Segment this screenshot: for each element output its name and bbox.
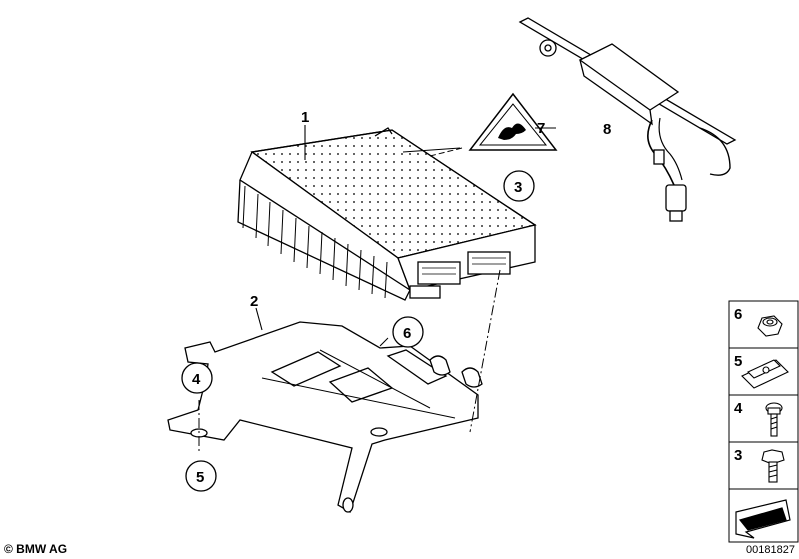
callout-1: 1 <box>301 109 309 126</box>
panel-label-4: 4 <box>734 400 743 417</box>
leader-lines <box>198 269 501 452</box>
hex-nut-icon <box>757 315 783 337</box>
document-number: 00181827 <box>746 544 795 556</box>
panel-label-6: 6 <box>734 306 742 323</box>
copyright-text: © BMW AG <box>4 542 68 556</box>
callout-7: 7 <box>537 120 545 137</box>
warning-label-icon <box>468 92 558 151</box>
control-unit-module <box>237 127 537 301</box>
callout-2: 2 <box>250 293 258 310</box>
hex-bolt-icon <box>761 449 785 483</box>
callout-3: 3 <box>514 179 522 196</box>
mounting-bracket <box>167 321 483 513</box>
panel-label-3: 3 <box>734 447 742 464</box>
panel-label-5: 5 <box>734 353 742 370</box>
callout-6: 6 <box>403 325 411 342</box>
arrow-icon <box>735 499 791 539</box>
spring-nut-clip-icon <box>741 359 789 389</box>
callout-8: 8 <box>603 121 611 138</box>
screw-icon <box>765 402 783 437</box>
callout-4: 4 <box>192 371 201 388</box>
callout-5: 5 <box>196 469 204 486</box>
callout-bubbles <box>181 170 535 492</box>
antenna-amplifier <box>518 17 737 222</box>
